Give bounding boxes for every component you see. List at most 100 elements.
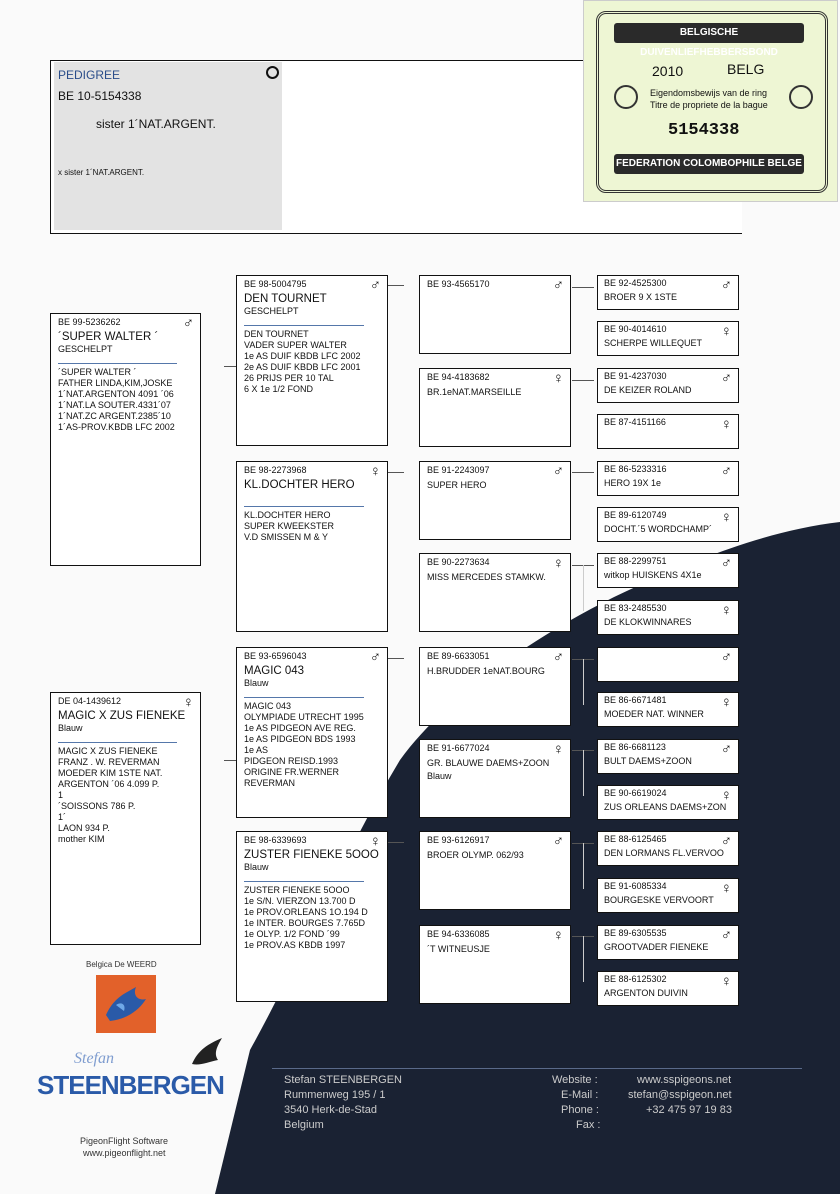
brand-name: STEENBERGEN [37,1070,225,1100]
ring-number: BE 98-2273968 [244,465,307,475]
ring-number: BE 90-2273634 [427,557,490,567]
ring-number: BE 90-6619024 [604,788,667,798]
description-line: DEN TOURNET [244,329,309,339]
g4-card[interactable]: BE 91-4237030 ♂ DE KEIZER ROLAND [597,368,739,403]
ring-number: BE 89-6305535 [604,928,667,938]
description-line: ´SOISSONS 786 P. [58,801,136,811]
g4-card[interactable]: BE 92-4525300 ♂ BROER 9 X 1STE [597,275,739,310]
owner-street: Rummenweg 195 / 1 [284,1089,386,1101]
great-grandparent-card[interactable]: BE 93-4565170 ♂ [419,275,571,354]
great-grandparent-card[interactable]: BE 93-6126917 ♂ BROER OLYMP. 062/93 [419,831,571,910]
sex-icon: ♀ [552,370,564,387]
granddam-paternal-card[interactable]: BE 98-2273968 ♀ KL.DOCHTER HERO KL.DOCHT… [236,461,388,632]
description-line: VADER SUPER WALTER [244,340,347,350]
ring-number: BE 86-6671481 [604,695,667,705]
ring-number: BE 86-6681123 [604,742,666,752]
g4-card[interactable]: BE 86-6671481 ♀ MOEDER NAT. WINNER [597,692,739,727]
email-link[interactable]: stefan@sspigeon.net [628,1089,732,1101]
sex-icon: ♂ [552,463,564,480]
connector-line [388,472,404,474]
granddam-maternal-card[interactable]: BE 98-6339693 ♀ ZUSTER FIENEKE 5OOO Blau… [236,831,388,1002]
fax-label: Fax : [576,1119,601,1131]
g4-card[interactable]: BE 86-6681123 ♂ BULT DAEMS+ZOON [597,739,739,774]
bird-note: BOURGESKE VERVOORT [604,895,714,905]
software-url[interactable]: www.pigeonflight.net [83,1148,166,1158]
grandsire-paternal-card[interactable]: BE 98-5004795 ♂ DEN TOURNET GESCHELPT DE… [236,275,388,446]
description-line: 6 X 1e 1/2 FOND [244,384,314,394]
ring-number: BE 91-6677024 [427,743,490,753]
sire-card[interactable]: BE 99-5236262 ♂ ´SUPER WALTER ´ GESCHELP… [50,313,201,566]
sex-icon: ♂ [720,833,732,850]
great-grandparent-card[interactable]: BE 91-6677024 ♀ GR. BLAUWE DAEMS+ZOON Bl… [419,739,571,818]
g4-card[interactable]: BE 86-5233316 ♂ HERO 19X 1e [597,461,739,496]
great-grandparent-card[interactable]: BE 90-2273634 ♀ MISS MERCEDES STAMKW. [419,553,571,632]
sex-icon: ♀ [720,787,732,804]
great-grandparent-card[interactable]: BE 89-6633051 ♂ H.BRUDDER 1eNAT.BOURG [419,647,571,726]
bird-name: MAGIC 043 [244,665,305,677]
ring-number: BE 89-6633051 [427,651,490,661]
bird-note: MOEDER NAT. WINNER [604,709,704,719]
g4-card[interactable]: BE 83-2485530 ♀ DE KLOKWINNARES [597,600,739,635]
ring-number: BE 87-4151166 [604,417,666,427]
connector-line [583,843,585,889]
g4-card[interactable]: ♂ [597,647,739,682]
bird-name: KL.DOCHTER HERO [244,479,355,491]
website-link[interactable]: www.sspigeons.net [637,1074,732,1086]
grandsire-maternal-card[interactable]: BE 93-6596043 ♂ MAGIC 043 Blauw MAGIC 04… [236,647,388,818]
connector-line [388,658,404,660]
dove-logo-icon [106,987,146,1021]
description-line: 1e PROV.ORLEANS 1O.194 D [244,907,368,917]
certificate-bottom-band: FEDERATION COLOMBOPHILE BELGE [614,154,804,174]
g4-card[interactable]: BE 89-6120749 ♀ DOCHT.´5 WORDCHAMP´ [597,507,739,542]
description-line: MAGIC 043 [244,701,292,711]
bird-note: ARGENTON DUIVIN [604,988,688,998]
bird-name: ´SUPER WALTER ´ [58,331,159,343]
g4-card[interactable]: BE 89-6305535 ♂ GROOTVADER FIENEKE [597,925,739,960]
description-line: ´SUPER WALTER ´ [58,367,137,377]
header-label: PEDIGREE [58,68,121,82]
g4-card[interactable]: BE 87-4151166 ♀ [597,414,739,449]
ring-number: BE 86-5233316 [604,464,667,474]
header-note: x sister 1´NAT.ARGENT. [58,168,145,177]
g4-card[interactable]: BE 88-6125302 ♀ ARGENTON DUIVIN [597,971,739,1006]
bird-description: ZUSTER FIENEKE 5OOO 1e S/N. VIERZON 13.7… [244,885,380,951]
sex-icon: ♂ [552,277,564,294]
g4-card[interactable]: BE 88-2299751 ♂ witkop HUISKENS 4X1e [597,553,739,588]
great-grandparent-card[interactable]: BE 94-4183682 ♀ BR.1eNAT.MARSEILLE [419,368,571,447]
breeder-caption: Belgica De WEERD [86,960,157,969]
connector-line [224,760,236,762]
bird-note: SUPER HERO [427,480,487,490]
bird-color: Blauw [244,862,269,872]
sex-icon: ♀ [720,694,732,711]
bird-name: DEN TOURNET [244,293,327,305]
g4-card[interactable]: BE 88-6125465 ♂ DEN LORMANS FL.VERVOO [597,831,739,866]
sex-icon: ♀ [552,555,564,572]
g4-card[interactable]: BE 90-4014610 ♀ SCHERPE WILLEQUET [597,321,739,356]
g4-card[interactable]: BE 91-6085334 ♀ BOURGESKE VERVOORT [597,878,739,913]
email-label: E-Mail : [561,1089,599,1101]
sex-icon: ♂ [552,833,564,850]
g4-card[interactable]: BE 90-6619024 ♀ ZUS ORLEANS DAEMS+ZON [597,785,739,820]
bird-name: MAGIC X ZUS FIENEKE [58,710,186,722]
sex-icon: ♂ [720,649,732,666]
description-line: KL.DOCHTER HERO [244,510,331,520]
bird-note: BR.1eNAT.MARSEILLE [427,387,522,397]
description-line: 1´ [58,812,67,822]
dam-card[interactable]: DE 04-1439612 ♀ MAGIC X ZUS FIENEKE Blau… [50,692,201,945]
ring-number: BE 92-4525300 [604,278,667,288]
bird-note: BROER OLYMP. 062/93 [427,850,524,860]
crown-emblem-icon [789,85,813,109]
sex-icon: ♂ [720,370,732,387]
sex-icon: ♀ [720,973,732,990]
sex-icon: ♂ [369,277,381,294]
great-grandparent-card[interactable]: BE 91-2243097 ♂ SUPER HERO [419,461,571,540]
description-line: 1e AS PIDGEON BDS 1993 [244,734,356,744]
description-line: MAGIC X ZUS FIENEKE [58,746,158,756]
ring-number: BE 88-6125302 [604,974,667,984]
description-line: LAON 934 P. [58,823,110,833]
great-grandparent-card[interactable]: BE 94-6336085 ♀ ´T WITNEUSJE [419,925,571,1004]
description-line: 26 PRIJS PER 10 TAL [244,373,334,383]
ring-number: BE 89-6120749 [604,510,667,520]
bird-color: GESCHELPT [244,306,299,316]
description-line: 2e AS DUIF KBDB LFC 2001 [244,362,361,372]
